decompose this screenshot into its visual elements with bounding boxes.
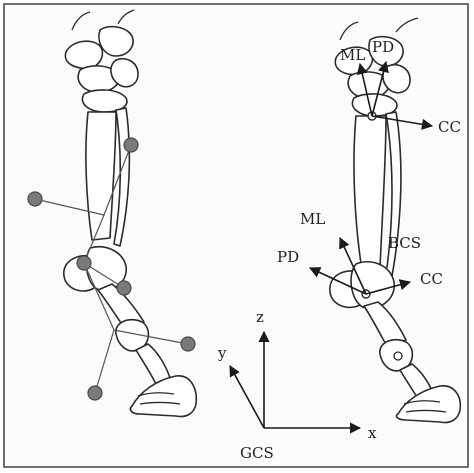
label-ml-top: ML [340,46,365,64]
label-axis-y: y [217,344,227,362]
marker-dot [28,192,42,206]
label-ml-mid: ML [300,210,325,228]
label-gcs: GCS [240,444,274,462]
global-axes [230,332,360,428]
label-cc-mid: CC [420,270,443,288]
label-axis-z: z [256,308,264,326]
label-axis-x: x [368,424,377,442]
label-pd-mid: PD [277,248,299,266]
marker-dot [77,256,91,270]
label-cc-top: CC [438,118,461,136]
marker-dot [181,337,195,351]
label-bcs: BCS [388,234,421,252]
left-limb-drawing [28,10,196,417]
label-pd-top: PD [372,38,394,56]
marker-dot [124,138,138,152]
marker-dot [88,386,102,400]
right-limb-drawing [310,18,460,423]
marker-dot [117,281,131,295]
